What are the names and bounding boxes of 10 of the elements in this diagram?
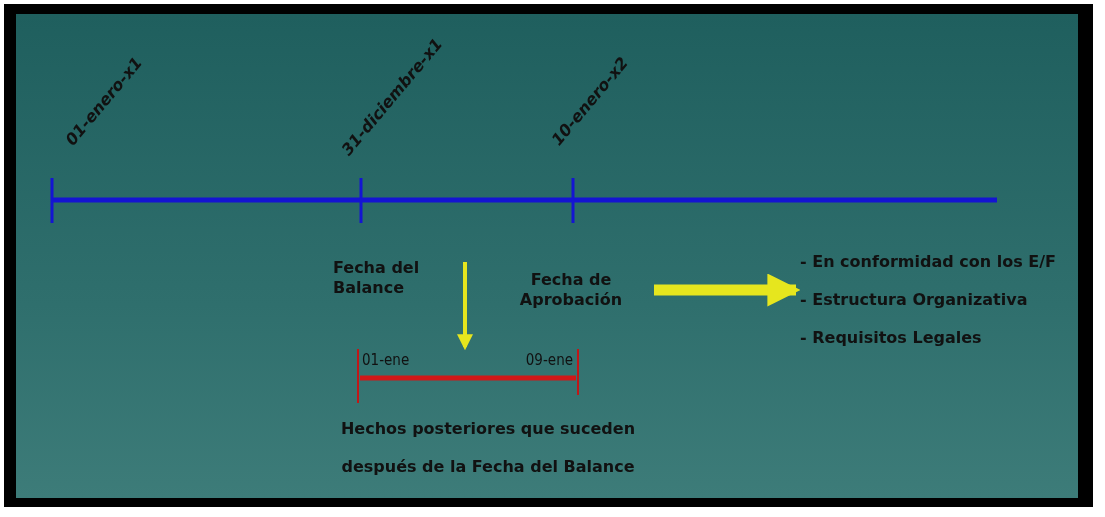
node-text: Fecha del Balance [333,258,421,298]
date-text: 09-ene [525,351,573,369]
arrow [457,262,473,351]
date-text: 01-ene [362,351,410,369]
caption-text: Hechos posteriores que suceden después de la Fecha del Balance [339,418,637,478]
arrow [654,273,801,307]
list-item: - Estructura Organizativa [800,289,1028,311]
list-item: - En conformidad con los E/F [800,251,1056,273]
list-item: - Requisitos Legales [800,327,982,349]
node-text: Fecha de Aprobación [518,270,624,310]
